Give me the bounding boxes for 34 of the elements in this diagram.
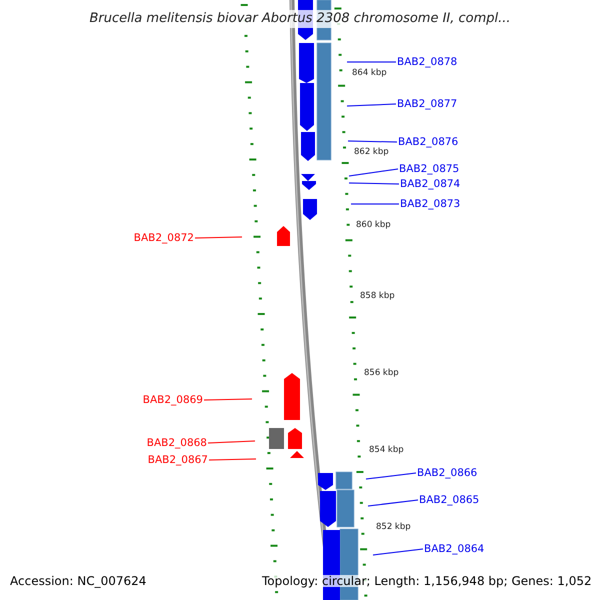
position-label: 858 kbp <box>360 292 395 300</box>
footer-text: Topology: circular; Length: 1,156,948 bp; Genes: 1,052 <box>262 575 592 587</box>
footer-text: Accession: NC_007624 <box>10 575 146 587</box>
gene-label: BAB2_0864 <box>424 544 484 554</box>
leader-line <box>368 500 418 506</box>
gene-label: BAB2_0874 <box>400 178 460 189</box>
leader-line <box>348 182 400 184</box>
position-label: 864 kbp <box>352 68 387 77</box>
leader-line <box>208 440 256 444</box>
gene-label: BAB2_0865 <box>419 494 480 505</box>
gene-label: BAB2_0878 <box>397 56 458 67</box>
leader-line <box>204 398 252 400</box>
gene-label: BAB2_0877 <box>397 98 458 109</box>
leader-line <box>346 104 396 106</box>
leader-line <box>366 472 416 480</box>
gene-label: BAB2_0876 <box>398 136 458 147</box>
gene-label: BAB2_0873 <box>400 198 460 209</box>
leader-line <box>194 236 242 238</box>
gene-label: BAB2_0868 <box>146 438 207 448</box>
position-label: 856 kbp <box>364 368 399 377</box>
leader-line <box>348 168 398 176</box>
gene-label: BAB2_0866 <box>417 468 478 478</box>
position-label: 852 kbp <box>376 522 411 531</box>
position-label: 862 kbp <box>354 148 389 156</box>
position-label: 860 kbp <box>356 220 391 229</box>
leader-line <box>372 548 424 556</box>
position-label: 854 kbp <box>369 446 404 454</box>
gene-label: BAB2_0869 <box>142 394 203 405</box>
gene-label: BAB2_0875 <box>399 164 460 174</box>
gene-label: BAB2_0872 <box>134 232 194 243</box>
gene-label: BAB2_0867 <box>148 454 208 465</box>
leader-line <box>208 458 256 460</box>
map-title: Brucella melitensis biovar Abortus 2308 chromosome II, compl... <box>89 11 511 26</box>
leader-line <box>348 140 398 142</box>
